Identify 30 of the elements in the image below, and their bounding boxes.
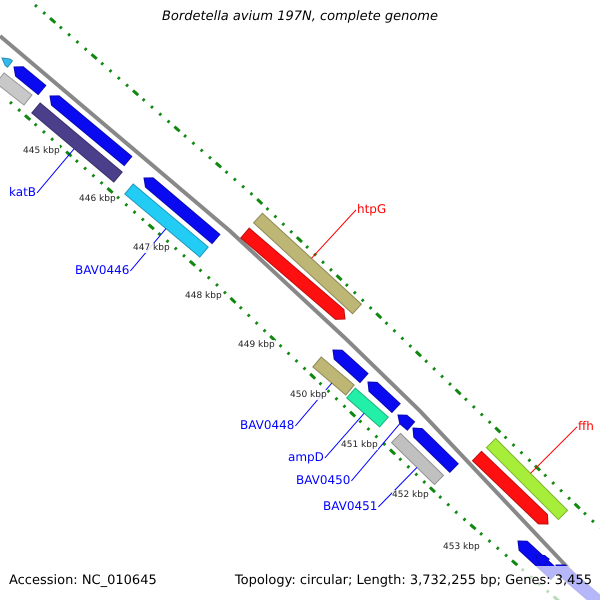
leader-line	[378, 467, 418, 508]
gene-bar	[124, 183, 209, 258]
gene-bar	[390, 432, 444, 486]
position-label: 446 kbp	[79, 194, 116, 204]
position-label: 447 kbp	[133, 243, 170, 254]
leader-line	[530, 426, 578, 474]
gene-label: BAV0450	[296, 474, 350, 488]
leader-line	[311, 209, 356, 259]
leader-line	[350, 423, 400, 482]
position-label: 448 kbp	[185, 291, 222, 302]
leader-line	[324, 412, 365, 458]
leader-line	[36, 148, 75, 194]
gene-label: htpG	[357, 203, 386, 217]
gene-label: katB	[9, 186, 36, 200]
gene-label: ffh	[578, 420, 594, 434]
position-label: 452 kbp	[392, 490, 429, 500]
position-label: 445 kbp	[23, 146, 60, 156]
gene-label: BAV0451	[323, 500, 378, 514]
gene-bar	[346, 387, 389, 428]
position-label: 453 kbp	[443, 542, 480, 552]
genome-summary-text: Topology: circular; Length: 3,732,255 bp; Genes: 3,455	[234, 574, 592, 589]
position-label: 449 kbp	[238, 340, 275, 350]
gene-label: ampD	[288, 451, 324, 465]
gene-label: BAV0446	[75, 264, 130, 278]
gene-label: BAV0448	[240, 419, 294, 433]
position-label: 450 kbp	[290, 390, 327, 400]
title: Bordetella avium 197N, complete genome	[161, 10, 439, 25]
gene-bar	[486, 438, 568, 520]
accession-text: Accession: NC_010645	[9, 574, 157, 589]
position-label: 451 kbp	[341, 440, 378, 450]
